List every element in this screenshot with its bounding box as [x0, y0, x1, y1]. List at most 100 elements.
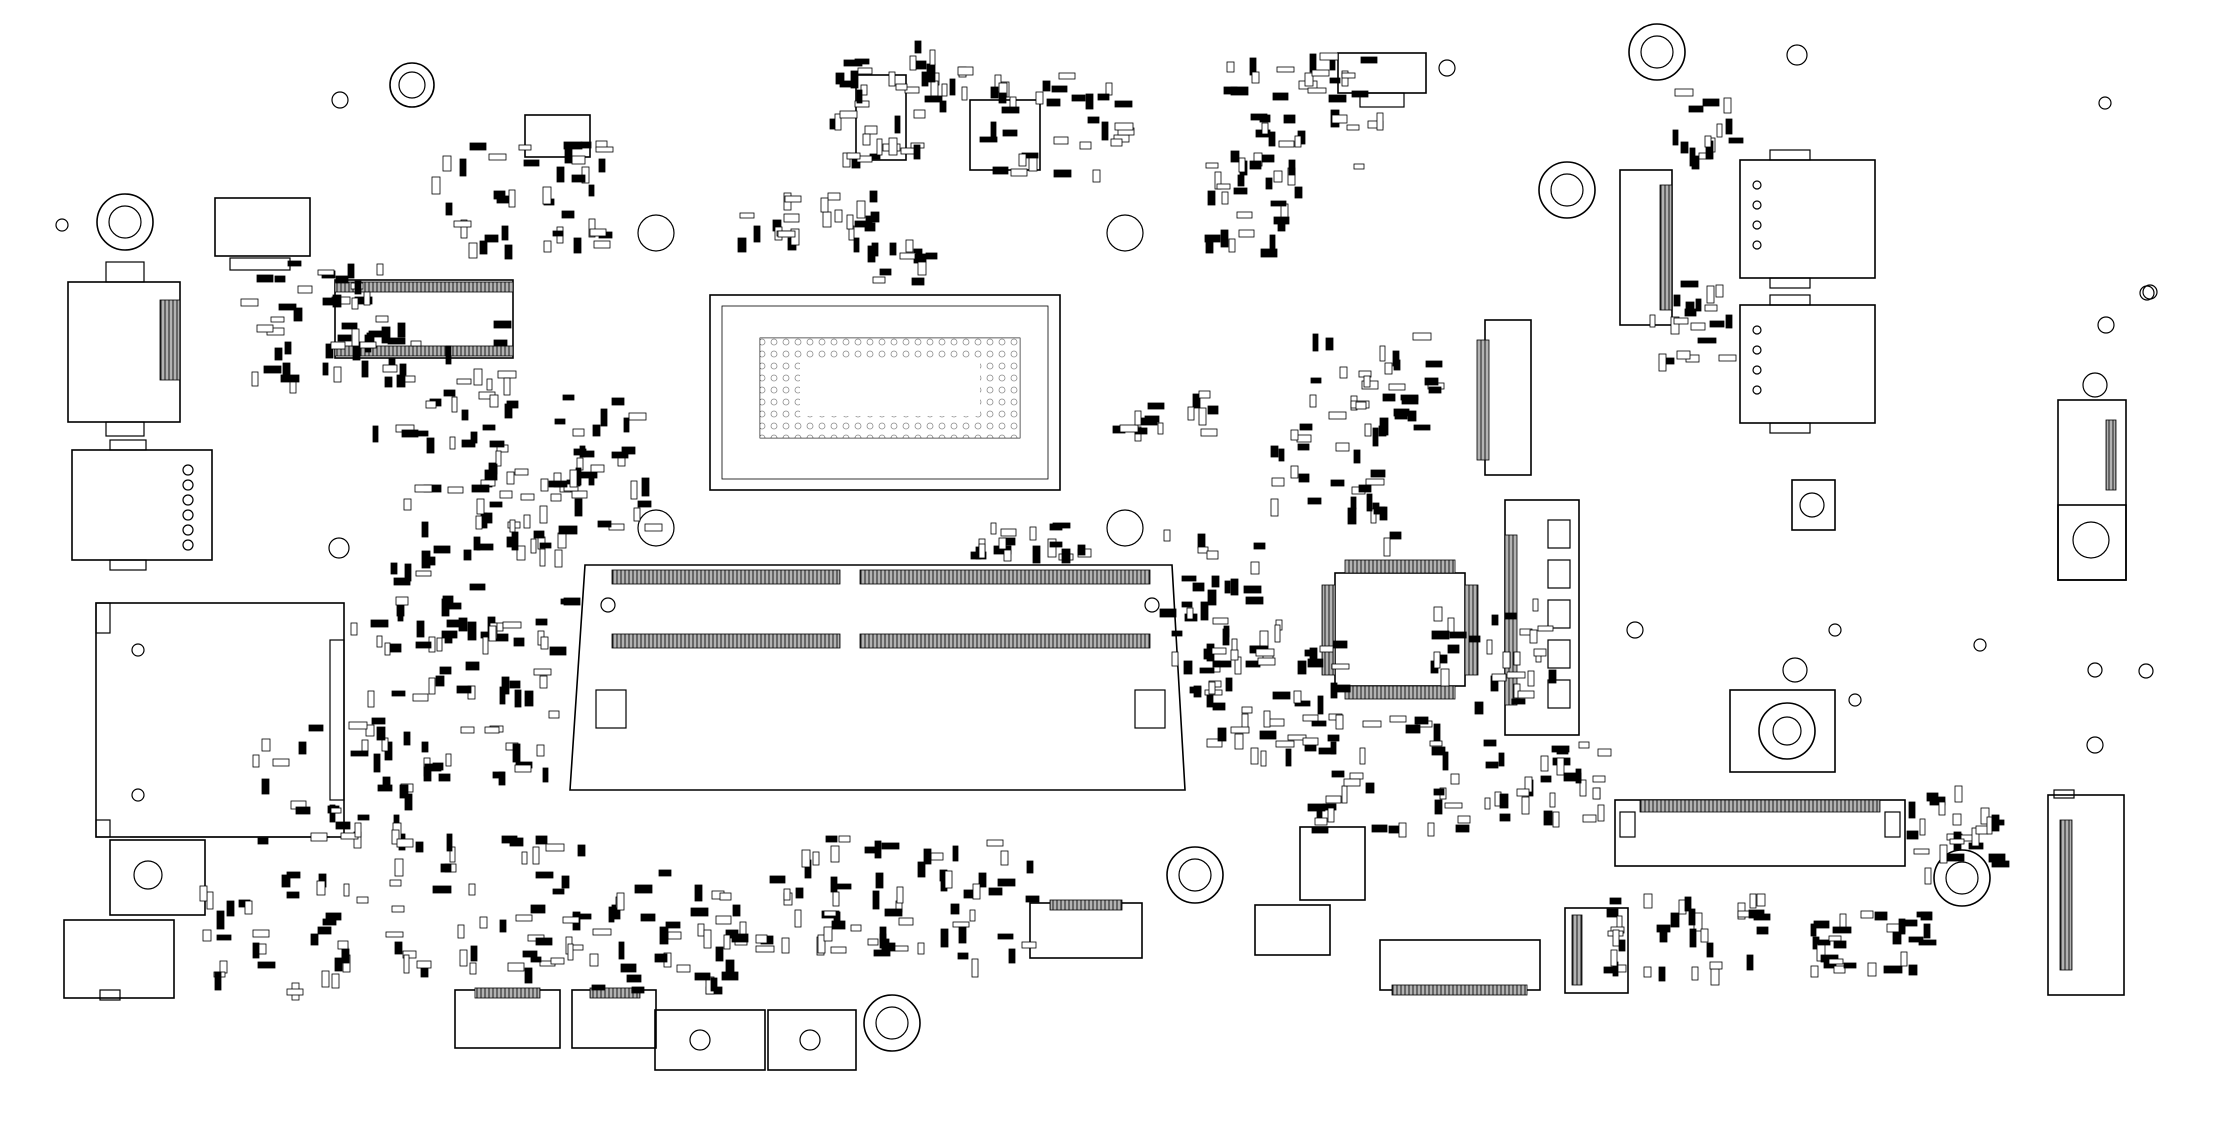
smd-part	[988, 887, 1003, 896]
smd-part	[1206, 694, 1214, 708]
smd-part	[1924, 867, 1932, 885]
smd-part	[1563, 772, 1582, 782]
smd-part	[533, 530, 545, 539]
smd-part	[554, 549, 563, 568]
smd-part	[881, 842, 900, 850]
smd-part	[1302, 714, 1319, 722]
smd-part	[1319, 645, 1334, 653]
smd-part	[1556, 757, 1565, 776]
smd-part	[839, 110, 858, 119]
fan-connector-block	[1729, 689, 1836, 773]
smd-part	[1000, 528, 1017, 537]
smd-part	[1372, 427, 1379, 447]
smd-part	[1025, 895, 1040, 903]
smd-part	[1715, 284, 1724, 298]
smd-part	[1268, 718, 1285, 727]
smd-part	[853, 237, 860, 253]
smd-part	[1212, 660, 1232, 668]
smd-part	[1314, 817, 1328, 826]
smd-part	[1695, 298, 1702, 312]
smd-part	[280, 374, 300, 383]
smd-part	[1407, 410, 1417, 422]
smd-part	[251, 371, 259, 387]
smd-part	[1139, 417, 1158, 426]
smd-part	[731, 933, 749, 943]
smd-part	[461, 409, 469, 421]
smd-part	[469, 962, 477, 975]
smd-part	[1181, 601, 1193, 608]
smd-part	[917, 861, 926, 878]
smd-part	[990, 121, 997, 140]
smd-part	[479, 240, 488, 255]
smd-part	[322, 918, 337, 926]
smd-part	[509, 519, 516, 533]
smd-part	[1325, 337, 1334, 351]
smd-part	[1597, 748, 1612, 757]
smd-part	[475, 515, 483, 530]
smd-part	[676, 964, 691, 973]
smd-part	[715, 946, 724, 962]
smd-part	[1010, 168, 1028, 177]
smd-part	[1353, 449, 1361, 464]
smd-part	[1700, 928, 1709, 943]
smd-part	[917, 261, 927, 276]
smd-part	[1260, 248, 1278, 258]
smd-part	[979, 136, 998, 143]
smd-part	[1294, 186, 1303, 199]
smd-part	[354, 280, 362, 295]
smd-part	[1697, 337, 1717, 344]
smd-part	[384, 376, 393, 388]
smd-part	[1706, 285, 1715, 304]
smd-part	[214, 971, 222, 991]
smd-part	[1954, 785, 1963, 803]
smd-part	[1335, 714, 1344, 730]
smd-part	[958, 926, 967, 944]
smd-part	[1370, 508, 1377, 524]
smd-part	[1187, 406, 1195, 421]
smd-part	[516, 545, 526, 561]
smd-part	[1212, 617, 1229, 625]
smd-part	[1444, 802, 1463, 809]
smd-part	[1548, 669, 1557, 684]
smd-part	[404, 793, 413, 811]
audio-jacks-bottom	[654, 1009, 857, 1071]
smd-part	[501, 835, 518, 844]
smd-part	[874, 840, 882, 859]
smd-part	[293, 307, 303, 322]
smd-part	[402, 950, 417, 959]
smd-part	[1691, 155, 1700, 170]
smd-part	[459, 949, 468, 967]
smd-part	[1077, 544, 1086, 556]
smd-part	[1297, 443, 1310, 451]
smd-part	[393, 577, 411, 586]
smd-part	[1379, 506, 1388, 521]
smd-part	[1606, 908, 1619, 918]
smd-part	[287, 260, 302, 267]
smd-part	[394, 941, 403, 955]
smd-part	[1486, 639, 1493, 655]
smd-part	[542, 767, 549, 783]
smd-part	[1676, 350, 1691, 360]
smd-part	[1579, 779, 1587, 797]
smd-part	[595, 146, 614, 153]
smd-part	[1358, 484, 1372, 493]
smd-part	[508, 189, 516, 208]
smd-part	[1221, 191, 1229, 205]
smd-part	[489, 394, 499, 408]
smd-part	[226, 900, 235, 917]
smd-part	[501, 676, 510, 695]
smd-part	[447, 486, 464, 494]
smd-part	[535, 871, 554, 879]
smd-part	[1163, 529, 1171, 542]
smd-part	[952, 845, 959, 862]
smd-part	[1582, 814, 1597, 823]
right-usb-socket-1	[1739, 149, 1876, 289]
smd-part	[512, 743, 521, 763]
smd-part	[1506, 671, 1526, 679]
smd-part	[783, 213, 800, 223]
smd-part	[755, 945, 775, 953]
smd-part	[1688, 105, 1704, 113]
smd-part	[1918, 939, 1937, 946]
smd-part	[957, 66, 974, 76]
smd-part	[482, 424, 496, 431]
